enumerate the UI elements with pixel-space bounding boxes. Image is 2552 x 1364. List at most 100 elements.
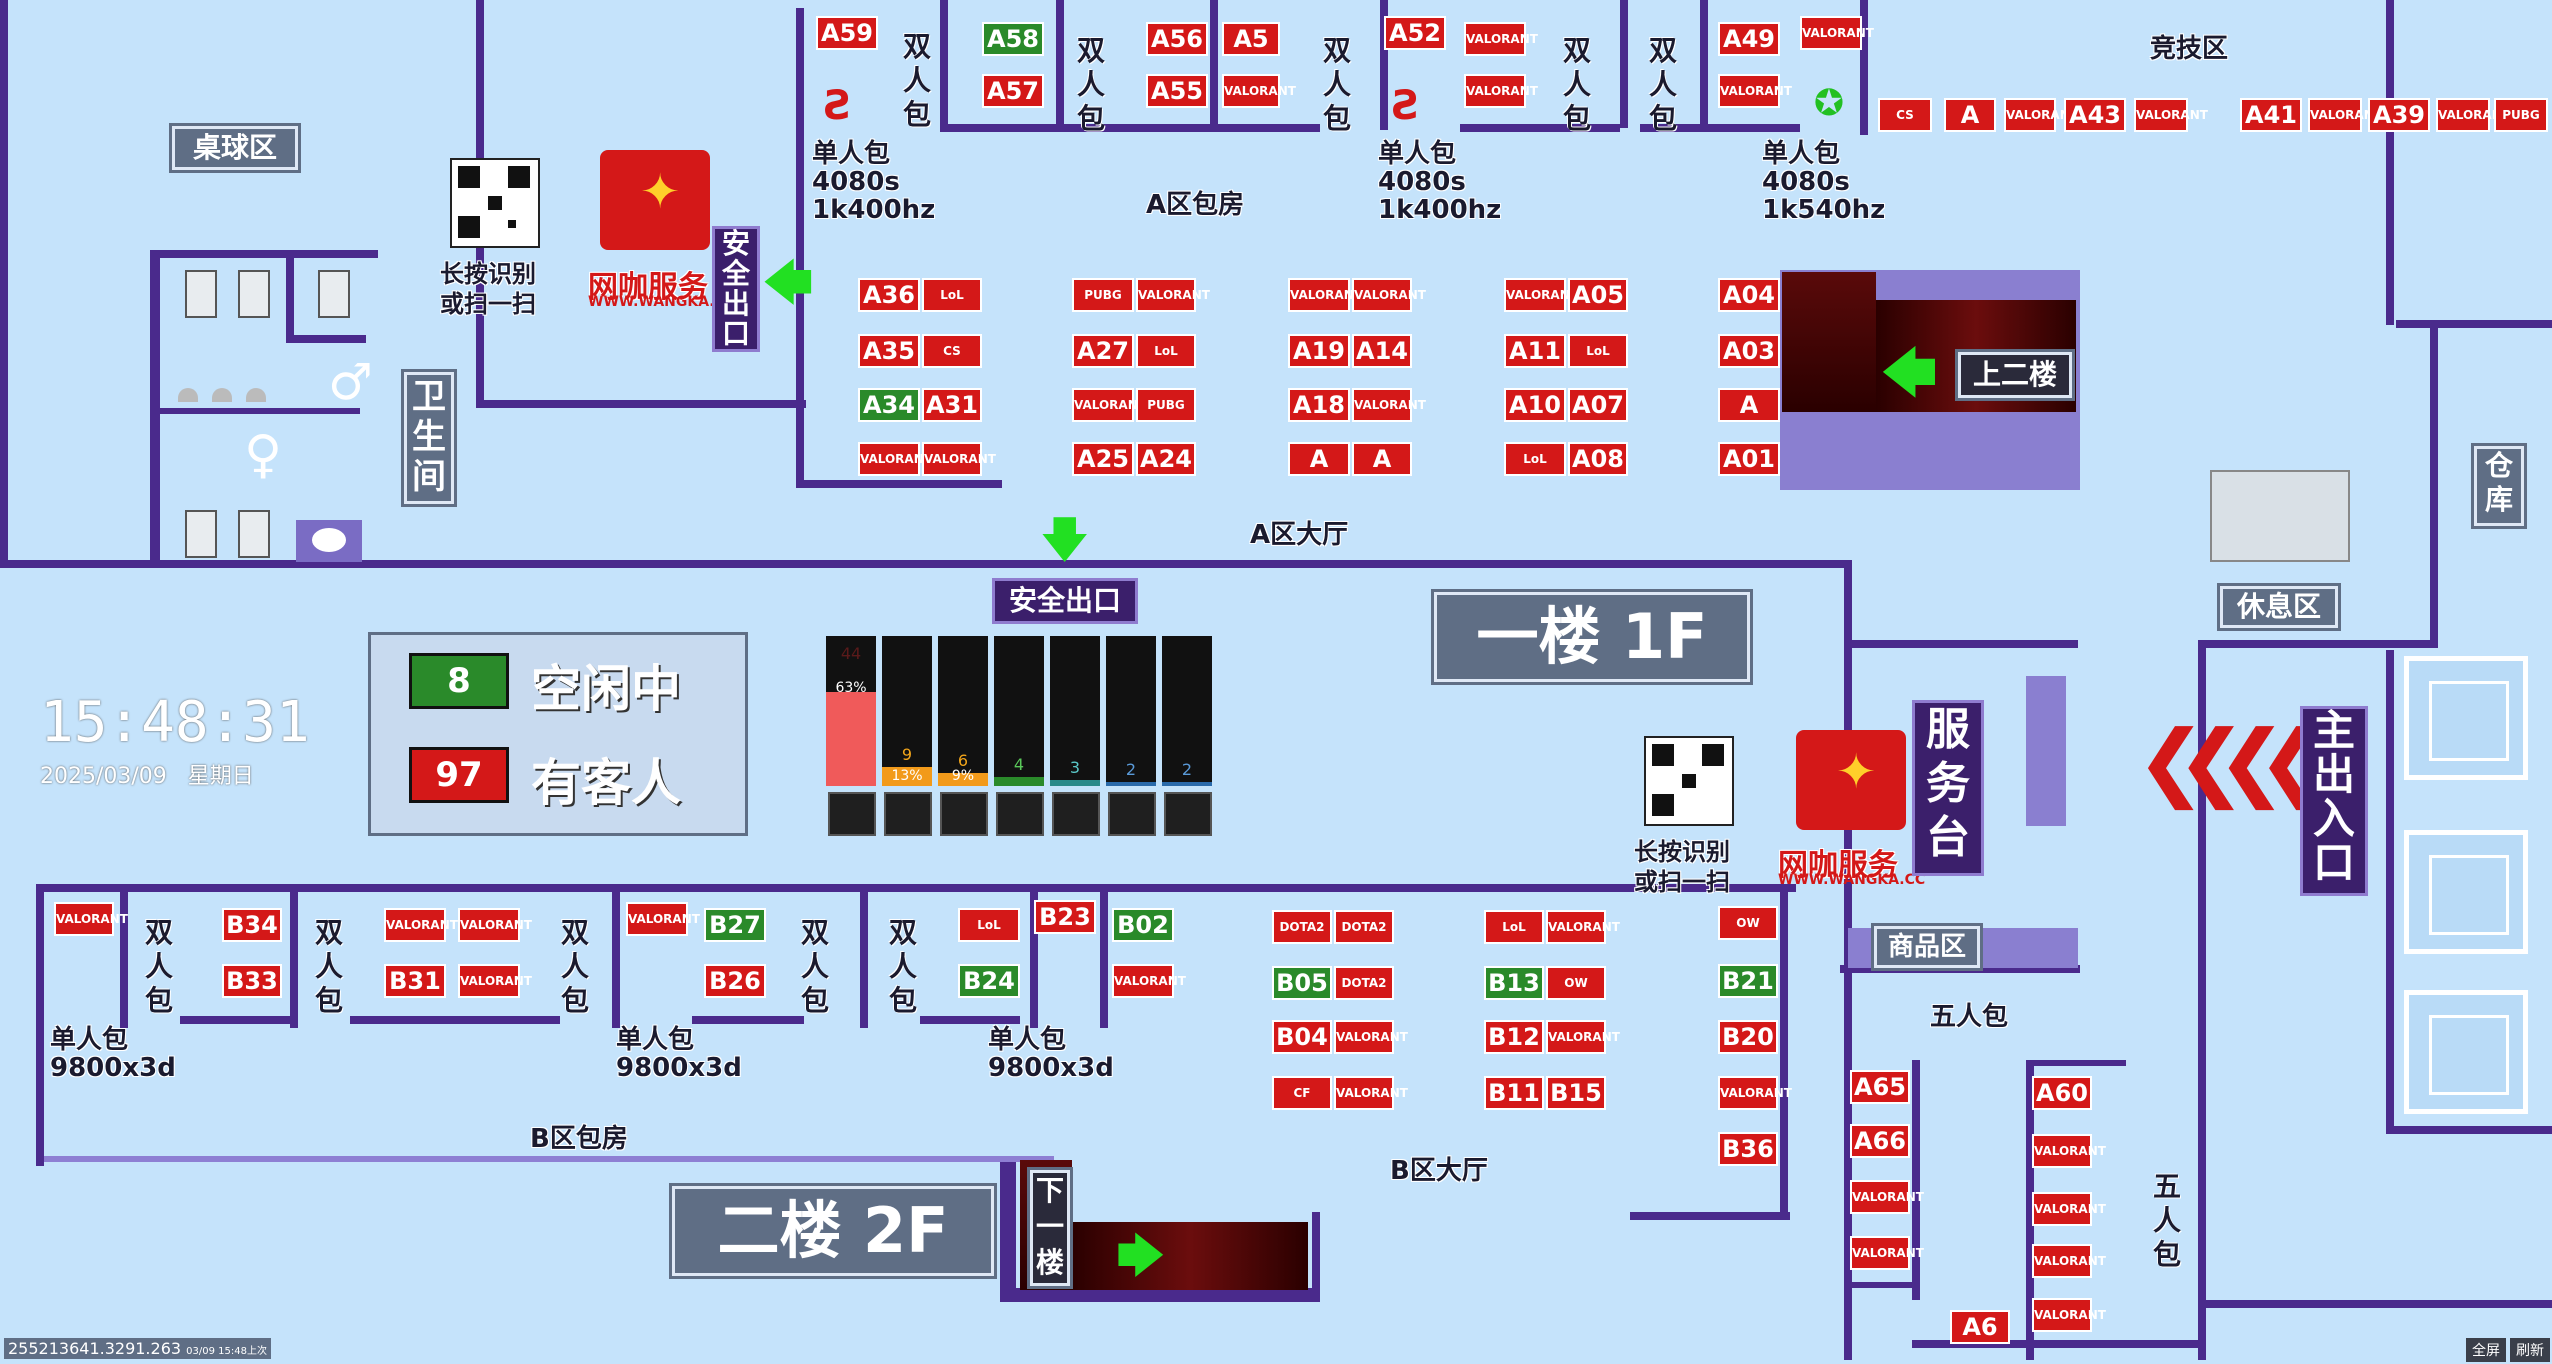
seat[interactable]: A41	[2240, 98, 2302, 132]
seat-valorant[interactable]: VALORANT	[922, 442, 996, 476]
seat-pubg[interactable]: PUBG	[2494, 98, 2548, 132]
seat[interactable]: A5	[1222, 22, 1280, 56]
seat[interactable]: A49	[1718, 22, 1780, 56]
seat-valorant[interactable]: VALORANT	[384, 908, 458, 942]
seat-dota[interactable]: DOTA2	[1334, 910, 1394, 944]
seat-dota[interactable]: DOTA2	[1334, 966, 1394, 1000]
seat-valorant[interactable]: VALORANT	[1850, 1180, 1924, 1214]
seat-valorant[interactable]: VALORANT	[1334, 1076, 1408, 1110]
seat[interactable]: B02	[1112, 908, 1174, 942]
seat[interactable]: A56	[1146, 22, 1208, 56]
seat-valorant[interactable]: VALORANT	[1546, 910, 1620, 944]
seat-valorant[interactable]: VALORANT	[2308, 98, 2382, 132]
seat-valorant[interactable]: VALORANT	[1352, 278, 1426, 312]
seat-valorant[interactable]: VALORANT	[2004, 98, 2078, 132]
seat-valorant[interactable]: VALORANT	[1464, 74, 1538, 108]
refresh-button[interactable]: 刷新	[2510, 1338, 2550, 1362]
seat[interactable]: A25	[1072, 442, 1134, 476]
seat-league[interactable]: LoL	[1568, 334, 1628, 368]
seat[interactable]: A57	[982, 74, 1044, 108]
seat[interactable]: A05	[1568, 278, 1628, 312]
seat-valorant[interactable]: VALORANT	[458, 908, 532, 942]
seat[interactable]: A	[1352, 442, 1412, 476]
seat[interactable]: A60	[2032, 1076, 2092, 1110]
seat[interactable]: B27	[704, 908, 766, 942]
seat-valorant[interactable]: VALORANT	[2436, 98, 2510, 132]
seat[interactable]: B20	[1718, 1020, 1778, 1054]
seat[interactable]: B12	[1484, 1020, 1544, 1054]
seat[interactable]: A01	[1718, 442, 1780, 476]
seat[interactable]: B04	[1272, 1020, 1332, 1054]
seat-crossfire[interactable]: CF	[1272, 1076, 1332, 1110]
seat[interactable]: A59	[816, 16, 878, 50]
seat-valorant[interactable]: VALORANT	[626, 902, 700, 936]
seat[interactable]: A	[1944, 98, 1996, 132]
seat-valorant[interactable]: VALORANT	[1072, 388, 1146, 422]
seat[interactable]: A65	[1850, 1070, 1910, 1104]
seat[interactable]: B26	[704, 964, 766, 998]
seat[interactable]: A66	[1850, 1124, 1910, 1158]
seat[interactable]: A27	[1072, 334, 1134, 368]
seat-valorant[interactable]: VALORANT	[1464, 22, 1538, 56]
seat[interactable]: A19	[1288, 334, 1350, 368]
seat-valorant[interactable]: VALORANT	[2032, 1298, 2106, 1332]
seat-league[interactable]: LoL	[958, 908, 1020, 942]
seat-valorant[interactable]: VALORANT	[1334, 1020, 1408, 1054]
seat[interactable]: B13	[1484, 966, 1544, 1000]
seat[interactable]: A	[1288, 442, 1350, 476]
seat-valorant[interactable]: VALORANT	[1546, 1020, 1620, 1054]
seat[interactable]: B11	[1484, 1076, 1544, 1110]
seat-valorant[interactable]: VALORANT	[1288, 278, 1362, 312]
seat[interactable]: A36	[858, 278, 920, 312]
seat[interactable]: B34	[222, 908, 282, 942]
seat[interactable]: A24	[1136, 442, 1196, 476]
seat[interactable]: B05	[1272, 966, 1332, 1000]
seat-league[interactable]: LoL	[1504, 442, 1566, 476]
seat[interactable]: A58	[982, 22, 1044, 56]
seat-valorant[interactable]: VALORANT	[1136, 278, 1210, 312]
seat-valorant[interactable]: VALORANT	[2032, 1134, 2106, 1168]
seat[interactable]: A6	[1950, 1310, 2010, 1344]
seat[interactable]: B31	[384, 964, 446, 998]
seat[interactable]: A04	[1718, 278, 1780, 312]
seat[interactable]: A39	[2368, 98, 2430, 132]
fullscreen-button[interactable]: 全屏	[2466, 1338, 2506, 1362]
seat[interactable]: B23	[1034, 900, 1096, 934]
seat-valorant[interactable]: VALORANT	[1718, 74, 1792, 108]
qr-code[interactable]	[450, 158, 540, 248]
seat-valorant[interactable]: VALORANT	[1504, 278, 1578, 312]
seat-pubg[interactable]: PUBG	[1072, 278, 1134, 312]
seat-valorant[interactable]: VALORANT	[1850, 1236, 1924, 1270]
seat-valorant[interactable]: VALORANT	[1352, 388, 1426, 422]
qr-code[interactable]	[1644, 736, 1734, 826]
seat-dota[interactable]: DOTA2	[1272, 910, 1332, 944]
seat[interactable]: B24	[958, 964, 1020, 998]
seat-valorant[interactable]: VALORANT	[54, 902, 128, 936]
seat-valorant[interactable]: VALORANT	[1718, 1076, 1792, 1110]
seat[interactable]: A11	[1504, 334, 1566, 368]
seat[interactable]: A14	[1352, 334, 1412, 368]
seat[interactable]: A03	[1718, 334, 1780, 368]
seat-valorant[interactable]: VALORANT	[1112, 964, 1186, 998]
seat-valorant[interactable]: VALORANT	[1222, 74, 1296, 108]
seat-overwatch[interactable]: OW	[1718, 906, 1778, 940]
seat[interactable]: B36	[1718, 1132, 1778, 1166]
seat-valorant[interactable]: VALORANT	[858, 442, 932, 476]
seat[interactable]: A10	[1504, 388, 1566, 422]
seat[interactable]: A	[1718, 388, 1780, 422]
seat[interactable]: A07	[1568, 388, 1628, 422]
seat-valorant[interactable]: VALORANT	[2032, 1192, 2106, 1226]
seat-valorant[interactable]: VALORANT	[458, 964, 532, 998]
seat[interactable]: A18	[1288, 388, 1350, 422]
seat[interactable]: B33	[222, 964, 282, 998]
seat[interactable]: A34	[858, 388, 920, 422]
seat-league[interactable]: LoL	[1136, 334, 1196, 368]
seat[interactable]: A08	[1568, 442, 1628, 476]
seat-cs[interactable]: CS	[922, 334, 982, 368]
seat[interactable]: A52	[1384, 16, 1446, 50]
seat-valorant[interactable]: VALORANT	[2134, 98, 2208, 132]
seat[interactable]: A55	[1146, 74, 1208, 108]
seat-valorant[interactable]: VALORANT	[1800, 16, 1874, 50]
seat[interactable]: B21	[1718, 964, 1778, 998]
seat-cs[interactable]: CS	[1878, 98, 1932, 132]
